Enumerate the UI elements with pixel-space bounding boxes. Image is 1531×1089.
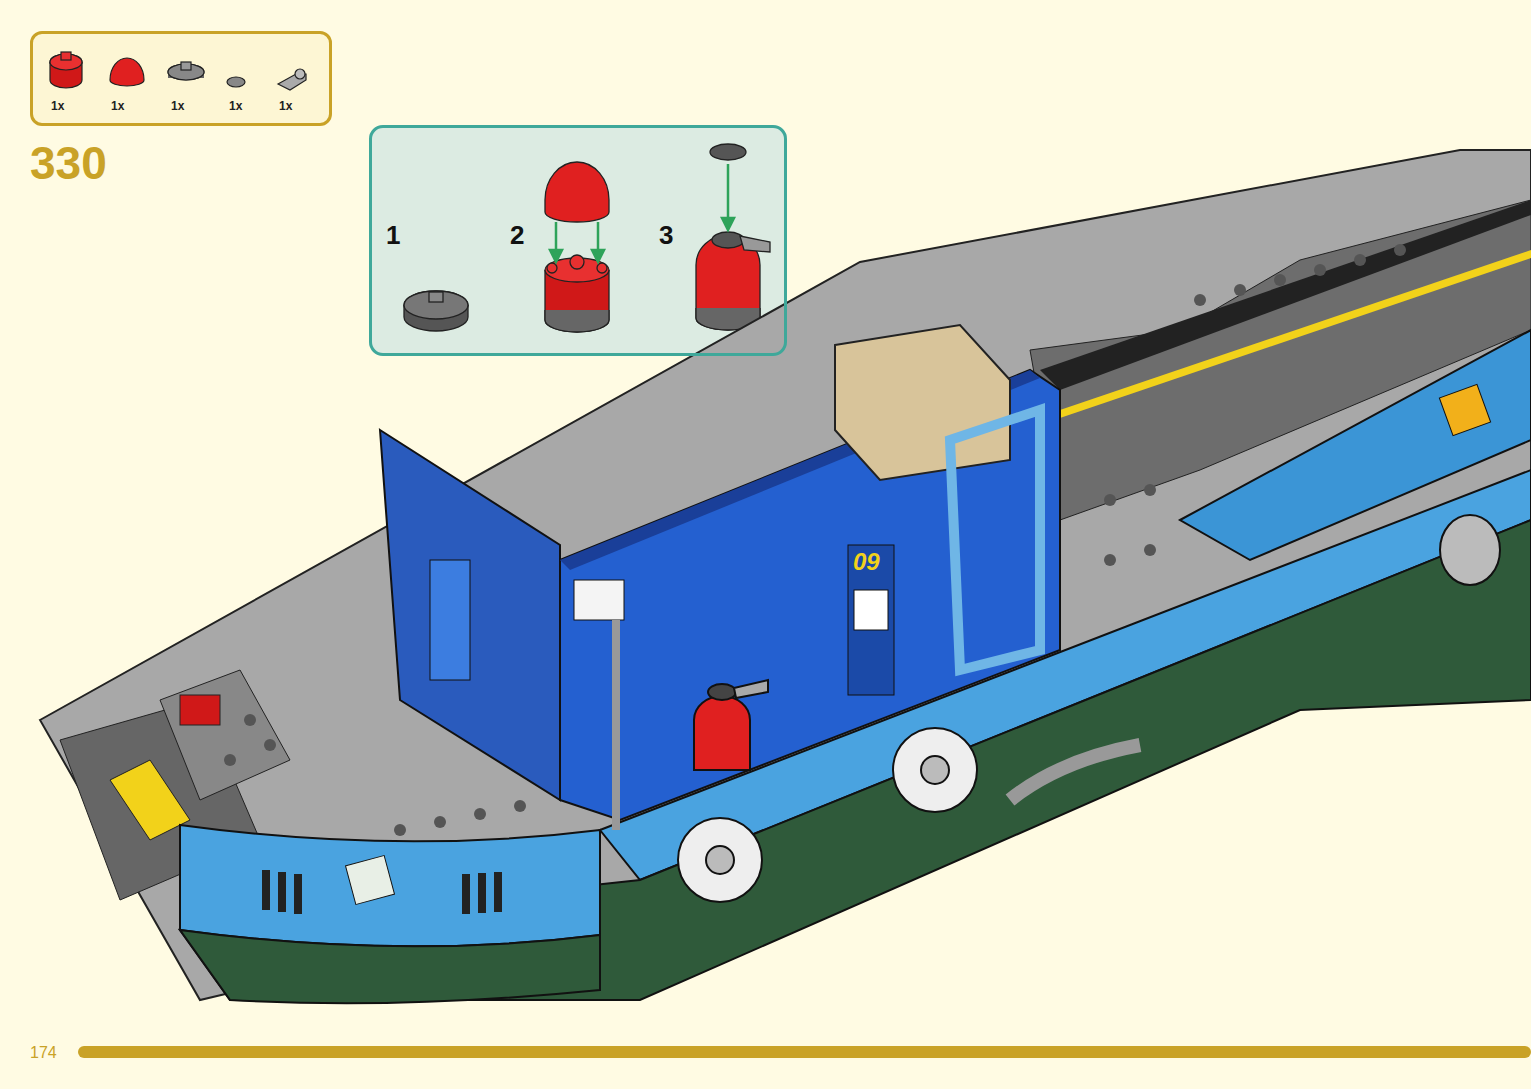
part-quantity: 1x [111,100,124,112]
part-quantity: 1x [279,100,292,112]
sticker-number: 09 [853,550,880,574]
step-number: 330 [30,140,107,186]
sub-step-number: 1 [386,222,400,248]
parts-list-box: 1x 1x 1x 1x 1x [30,31,332,126]
part-quantity: 1x [171,100,184,112]
part-quantity: 1x [51,100,64,112]
sub-step-number: 3 [659,222,673,248]
page-number: 174 [30,1045,57,1061]
sub-step-callout: 1 2 3 [369,125,787,356]
sub-step-number: 2 [510,222,524,248]
part-quantity: 1x [229,100,242,112]
